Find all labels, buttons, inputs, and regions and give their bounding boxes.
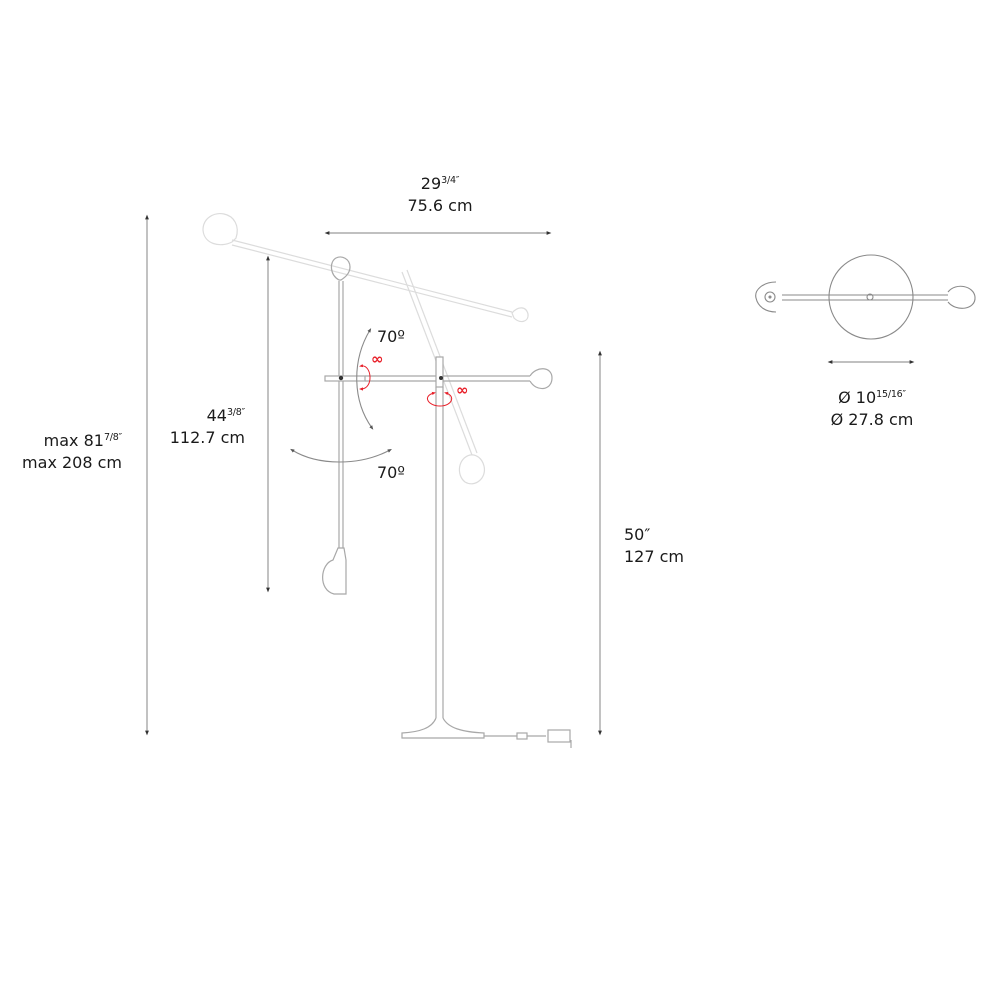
lower-angle-label: 70º — [377, 463, 405, 482]
arm-width-label: 293/4″ 75.6 cm — [390, 170, 490, 217]
stem-height-inch: 443/8″ — [206, 406, 246, 425]
rotation-indicators — [359, 364, 453, 407]
ghost-positions — [202, 213, 529, 485]
max-height-cm: max 208 cm — [22, 453, 122, 472]
column-height-label: 50″ 127 cm — [624, 524, 684, 568]
column-joint-rotation-icon: ∞ — [456, 381, 469, 399]
top-bulb — [947, 285, 976, 309]
base-diameter-inch: Ø 1015/16″ — [838, 388, 906, 407]
base-circle — [828, 254, 914, 340]
lamp-side-view — [322, 256, 572, 748]
column-height-cm: 127 cm — [624, 547, 685, 566]
lamp-top-view — [755, 254, 976, 340]
stem-height-cm: 112.7 cm — [169, 428, 245, 447]
top-shade — [755, 281, 777, 313]
column-height-inch: 50″ — [624, 525, 651, 544]
base-diameter-label: Ø 1015/16″ Ø 27.8 cm — [812, 384, 932, 431]
arm-joint-rotation-icon: ∞ — [371, 350, 384, 368]
arm-width-inch: 293/4″ — [420, 174, 460, 193]
upper-angle-label: 70º — [377, 327, 405, 346]
angle-arcs — [290, 328, 392, 463]
base-diameter-cm: Ø 27.8 cm — [830, 410, 914, 429]
counterweight — [322, 547, 347, 595]
lower-angle-arc — [290, 448, 392, 463]
max-height-label: max 817/8″ max 208 cm — [10, 427, 122, 474]
bulb-right — [529, 368, 553, 390]
dimension-lines — [145, 214, 915, 736]
arm-width-cm: 75.6 cm — [407, 196, 473, 215]
upper-angle-arc — [356, 328, 374, 430]
stem-height-label: 443/8″ 112.7 cm — [150, 402, 246, 449]
max-height-inch: max 817/8″ — [43, 431, 123, 450]
bulb-top — [330, 256, 351, 281]
